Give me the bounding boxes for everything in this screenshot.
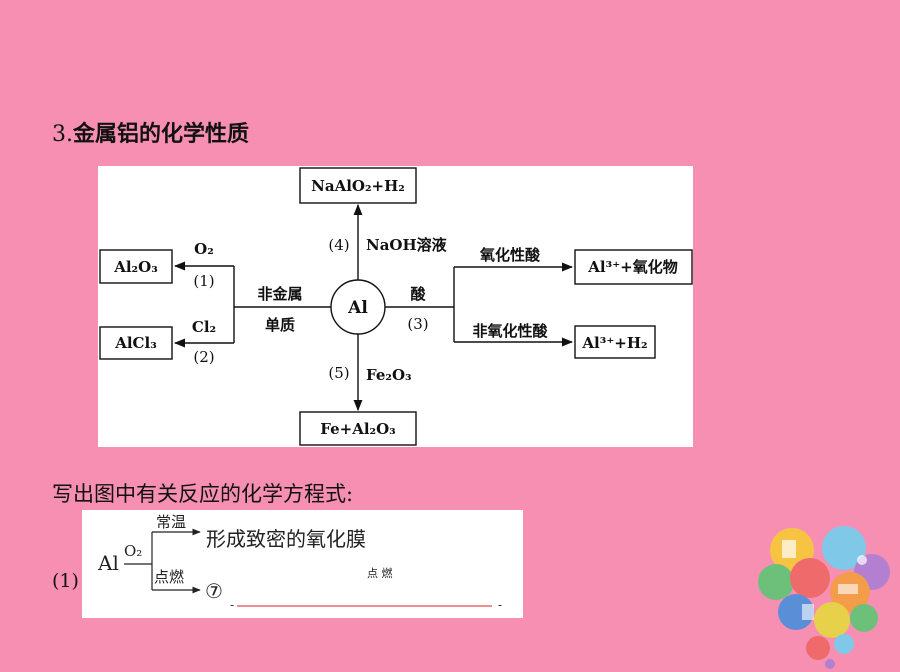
ignite-hint: 点 燃 (367, 566, 393, 580)
left-top-box-text: Al₂O₃ (113, 258, 158, 276)
center-text: Al (347, 298, 368, 318)
top-box-text: NaAlO₂+H₂ (311, 177, 405, 195)
left-bottom-label: (2) (193, 348, 214, 366)
box-top (299, 167, 417, 204)
condition-normal-temp: 常温 (156, 513, 186, 531)
left-bottom-reagent: Cl₂ (192, 318, 216, 336)
diagram-svg: NaAlO₂+H₂ Fe+Al₂O₃ Al₂O₃ AlCl₃ Al³⁺+氧化物 … (99, 167, 693, 446)
reagent-o2: O₂ (124, 542, 142, 560)
left-group-line2: 单质 (265, 316, 295, 334)
box-left-bottom (99, 326, 173, 360)
section-number: 3. (52, 122, 73, 147)
section-heading: 金属铝的化学性质 (73, 121, 250, 147)
top-label: (4) (328, 236, 349, 254)
box-right-bottom (574, 325, 656, 359)
right-bottom-reagent: 非氧化性酸 (472, 322, 548, 340)
right-bottom-box-text: Al³⁺+H₂ (581, 334, 647, 352)
bottom-box-text: Fe+Al₂O₃ (320, 420, 395, 438)
decorative-heart-collage-icon (758, 526, 890, 669)
question-index: (1) (52, 570, 79, 592)
left-top-reagent: O₂ (194, 240, 214, 258)
answer-marker: ⑦ (205, 579, 223, 603)
box-bottom (299, 411, 417, 446)
right-top-reagent: 氧化性酸 (479, 246, 541, 264)
right-group-label: (3) (407, 315, 428, 333)
top-reagent: NaOH溶液 (366, 236, 448, 254)
bottom-reagent: Fe₂O₃ (366, 366, 412, 384)
left-group-line1: 非金属 (257, 285, 302, 303)
reactant: Al (97, 551, 119, 575)
right-top-box-text: Al³⁺+氧化物 (587, 258, 677, 276)
product-top: 形成致密的氧化膜 (206, 527, 366, 551)
prompt-text: 写出图中有关反应的化学方程式: (52, 482, 354, 506)
left-top-label: (1) (193, 272, 214, 290)
equation-panel: Al O₂ 常温 形成致密的氧化膜 点燃 ⑦ 点 燃 - - (82, 510, 523, 618)
bottom-label: (5) (328, 364, 349, 382)
section-title: 3.金属铝的化学性质 (52, 116, 249, 148)
equation-svg: Al O₂ 常温 形成致密的氧化膜 点燃 ⑦ 点 燃 - - (97, 513, 502, 612)
answer-line-end: - (498, 598, 502, 612)
box-left-top (99, 249, 173, 284)
left-bottom-box-text: AlCl₃ (114, 334, 157, 352)
reaction-diagram: NaAlO₂+H₂ Fe+Al₂O₃ Al₂O₃ AlCl₃ Al³⁺+氧化物 … (98, 166, 693, 447)
right-group: 酸 (410, 285, 426, 303)
answer-line-start: - (230, 598, 234, 612)
condition-ignite: 点燃 (154, 568, 184, 586)
box-right-top (574, 249, 693, 285)
